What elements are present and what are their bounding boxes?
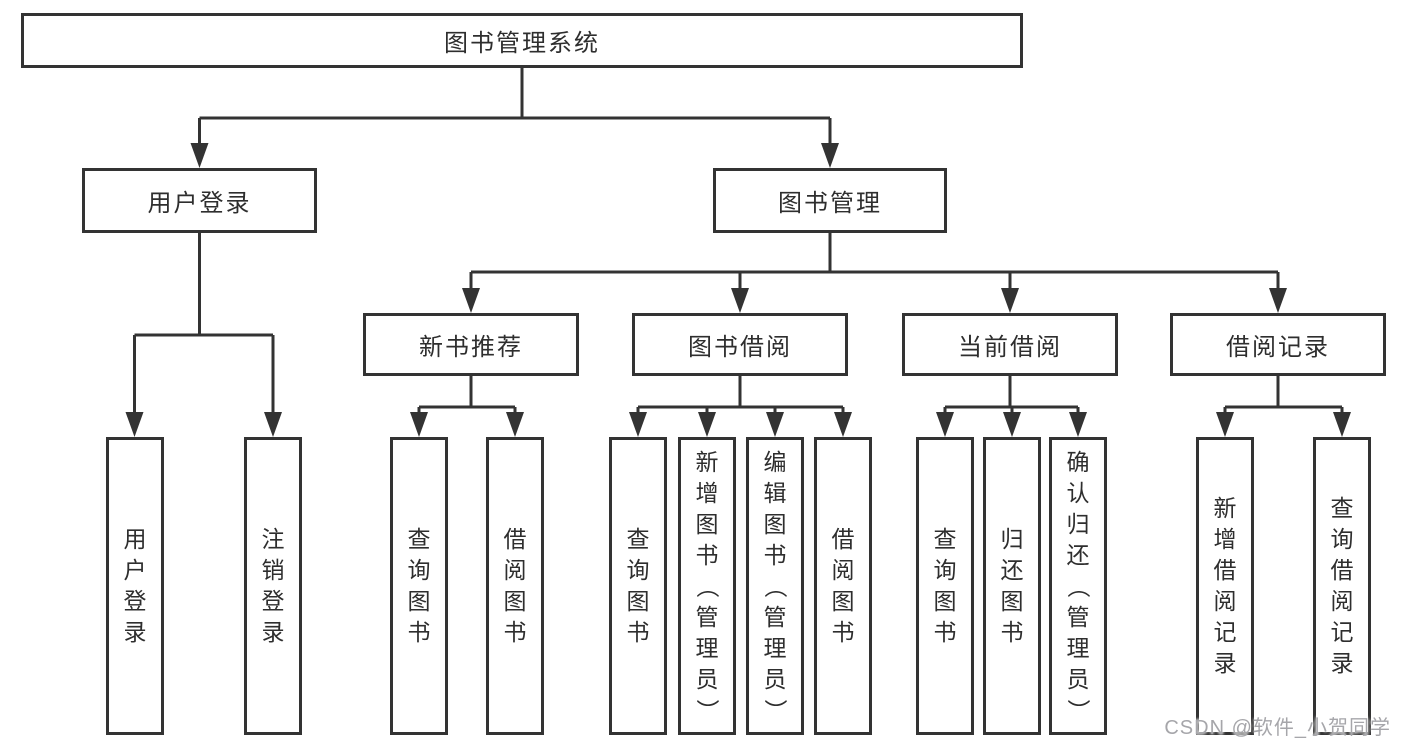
section-current-borrowing: 当前借阅 <box>902 313 1118 376</box>
node-label: 图书管理 <box>778 190 882 217</box>
leaf-label: 查询图书 <box>407 526 431 645</box>
leaf-label: 查询图书 <box>626 526 650 645</box>
leaf-query-books: 查询图书 <box>916 437 974 735</box>
leaf-label: 新增借阅记录 <box>1213 495 1237 676</box>
section-new-book-recommendation: 新书推荐 <box>363 313 579 376</box>
leaf-edit-book-admin: 编辑图书（管理员） <box>746 437 804 735</box>
node-label: 当前借阅 <box>958 334 1062 361</box>
node-label: 图书借阅 <box>688 334 792 361</box>
leaf-label: 借阅图书 <box>503 526 527 645</box>
leaf-add-book-admin: 新增图书（管理员） <box>678 437 736 735</box>
leaf-borrow-books: 借阅图书 <box>814 437 872 735</box>
leaf-query-books: 查询图书 <box>390 437 448 735</box>
leaf-add-borrow-record: 新增借阅记录 <box>1196 437 1254 735</box>
leaf-user-login: 用户登录 <box>106 437 164 735</box>
node-label: 借阅记录 <box>1226 334 1330 361</box>
connector-current-borrowing-to-leaves <box>936 376 1087 437</box>
node-label: 新书推荐 <box>419 334 523 361</box>
leaf-label: 编辑图书（管理员） <box>762 448 789 722</box>
node-root: 图书管理系统 <box>21 13 1023 68</box>
leaf-confirm-return-admin: 确认归还（管理员） <box>1049 437 1107 735</box>
branch-user-login: 用户登录 <box>82 168 317 233</box>
leaf-label: 用户登录 <box>123 526 147 645</box>
connector-book-management-to-sections <box>462 233 1287 313</box>
connector-book-borrowing-to-leaves <box>629 376 852 437</box>
leaf-label: 注销登录 <box>261 526 285 645</box>
leaf-label: 查询图书 <box>933 526 957 645</box>
section-book-borrowing: 图书借阅 <box>632 313 848 376</box>
leaf-query-books: 查询图书 <box>609 437 667 735</box>
connector-root-to-branches <box>190 68 839 168</box>
leaf-query-borrow-record: 查询借阅记录 <box>1313 437 1371 735</box>
leaf-label: 借阅图书 <box>831 526 855 645</box>
section-borrowing-records: 借阅记录 <box>1170 313 1386 376</box>
leaf-borrow-books: 借阅图书 <box>486 437 544 735</box>
connector-new-book-recommendation-to-leaves <box>410 376 524 437</box>
leaf-label: 归还图书 <box>1000 526 1024 645</box>
node-label: 图书管理系统 <box>444 30 600 57</box>
leaf-label: 确认归还（管理员） <box>1065 448 1092 722</box>
leaf-label: 查询借阅记录 <box>1330 495 1354 676</box>
leaf-logout: 注销登录 <box>244 437 302 735</box>
connector-user-login-to-leaves <box>125 233 282 437</box>
watermark: CSDN @软件_小贺同学 <box>1164 717 1391 739</box>
node-label: 用户登录 <box>147 190 252 217</box>
leaf-return-books: 归还图书 <box>983 437 1041 735</box>
branch-book-management: 图书管理 <box>713 168 947 233</box>
leaf-label: 新增图书（管理员） <box>694 448 721 722</box>
connector-borrowing-records-to-leaves <box>1216 376 1351 437</box>
